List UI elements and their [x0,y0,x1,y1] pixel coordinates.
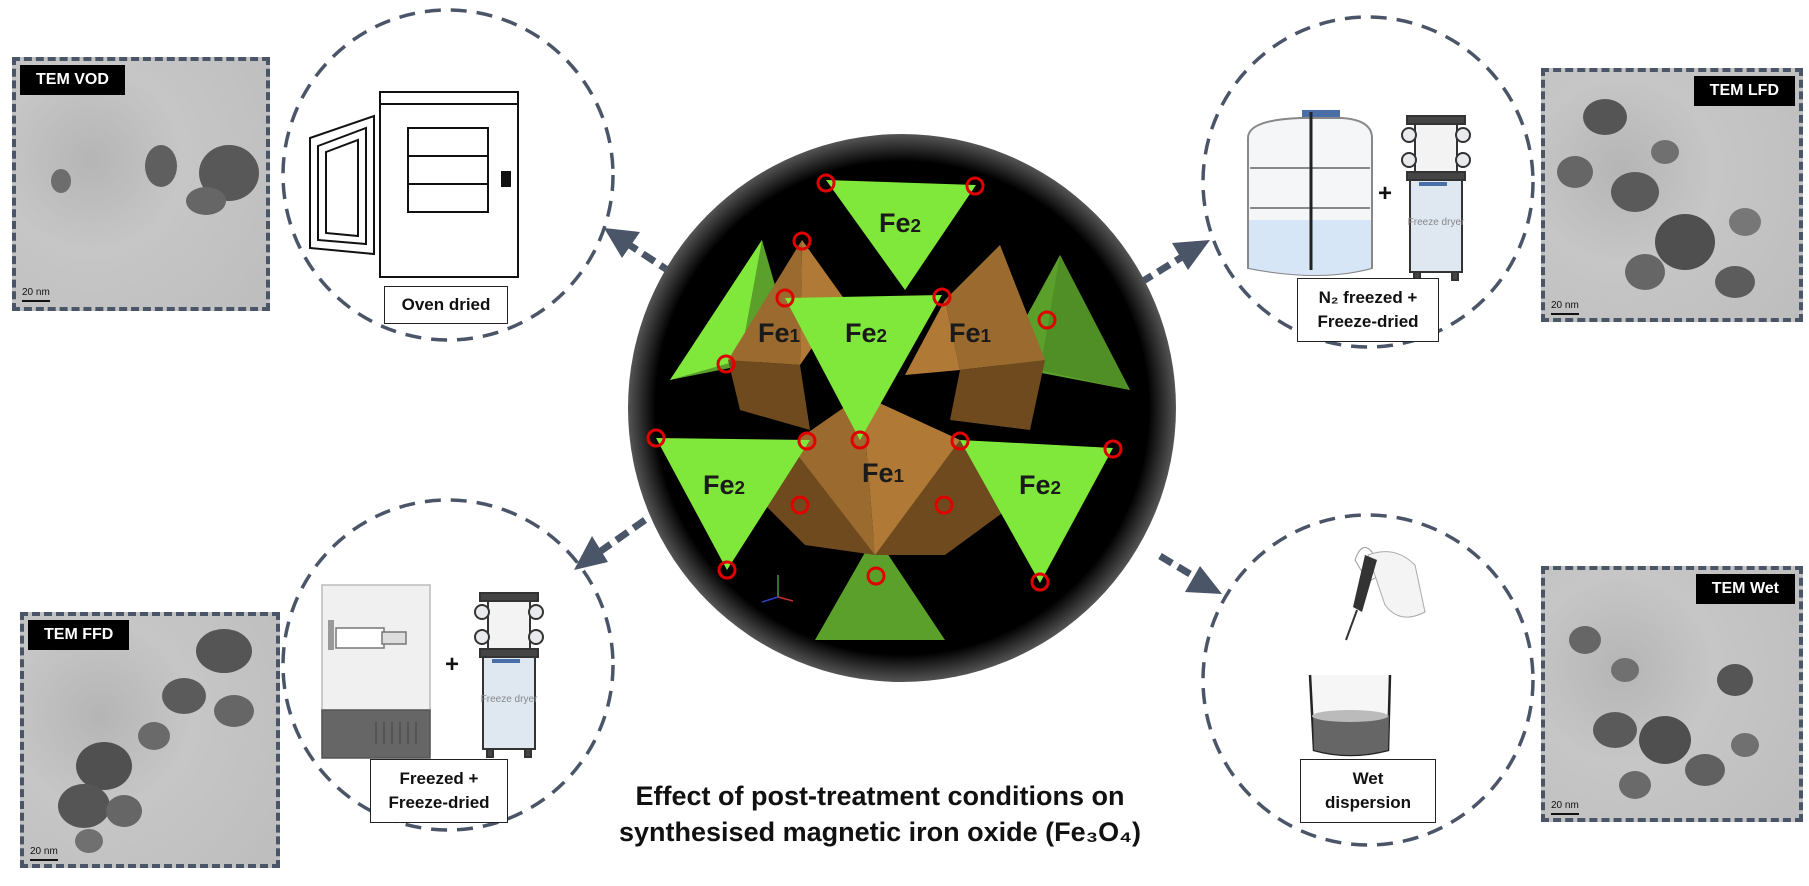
fe1-label-left: Fe1 [758,318,800,348]
oven-dried-box: Oven dried [384,286,508,324]
figure-caption: Effect of post-treatment conditions on s… [560,778,1200,851]
fe1-label-bottom: Fe1 [862,458,904,488]
arrow-to-oven [604,228,674,276]
tem-vod-image: TEM VOD 20 nm [12,57,270,311]
pipette-hand-icon [1345,547,1426,641]
plus-sign-n2: + [1378,180,1393,207]
wet-line-2: dispersion [1325,793,1411,812]
wet-dispersion-box: Wet dispersion [1300,759,1436,823]
tem-ffd-image: TEM FFD 20 nm [20,612,280,868]
freezer-icon [321,584,431,759]
freezed-line-1: Freezed + [399,769,479,789]
tem-wet-image: TEM Wet 20 nm [1541,566,1803,822]
tem-lfd-image: TEM LFD 20 nm [1541,68,1803,322]
scale-bar-lfd: 20 nm [1551,300,1579,315]
plus-sign-freezed: + [445,651,460,678]
tem-wet-label: TEM Wet [1695,574,1795,604]
wet-line-1: Wet [1352,769,1384,789]
scale-bar-ffd: 20 nm [30,846,58,861]
fe2-label-right: Fe2 [1019,470,1061,500]
n2-line-2: Freeze-dried [1317,312,1419,331]
tem-ffd-label: TEM FFD [28,620,130,650]
n2-line-1: N₂ freezed + [1318,288,1418,308]
fe2-label-left: Fe2 [703,470,745,500]
freezed-line-2: Freeze-dried [388,793,490,812]
arrow-to-n2 [1138,240,1210,286]
svg-text:Freeze dryer: Freeze dryer [481,694,538,705]
arrow-to-freezed [574,517,648,570]
fe2-label-center: Fe2 [845,318,887,348]
fe1-label-right: Fe1 [949,318,991,348]
particles-wet [1569,626,1759,799]
scale-bar-wet: 20 nm [1551,800,1579,815]
dewar-flask-icon [1247,110,1373,276]
tem-vod-label: TEM VOD [20,65,125,95]
n2-circle [1201,15,1535,349]
particles-ffd [58,629,254,853]
freeze-dryer-icon-bottom: Freeze dryer [474,592,544,758]
svg-text:Freeze dryer: Freeze dryer [1408,217,1465,228]
axis-triad-icon [761,575,794,603]
caption-line-1: Effect of post-treatment conditions on [635,781,1125,811]
n2-freeze-dried-box: N₂ freezed + Freeze-dried [1297,278,1439,342]
oven-icon [309,91,519,278]
oven-dried-text: Oven dried [401,295,491,315]
tem-lfd-label: TEM LFD [1693,76,1795,106]
freeze-dryer-icon-top: Freeze dryer [1401,115,1471,281]
oxygen-sites [646,173,1123,592]
fe2-label-top: Fe2 [879,208,921,238]
particles-vod [51,145,259,215]
freezed-circle [281,498,615,832]
crystal-structure: Fe2 Fe1 Fe2 Fe1 Fe1 Fe2 Fe2 [628,134,1176,682]
arrow-to-wet [1158,552,1222,594]
oven-circle [281,8,615,342]
beaker-icon [1308,674,1392,757]
freezed-freeze-dried-box: Freezed + Freeze-dried [370,759,508,823]
scale-bar-vod: 20 nm [22,287,50,302]
caption-line-2: synthesised magnetic iron oxide (Fe₃O₄) [619,817,1141,848]
particles-lfd [1557,99,1761,298]
wet-circle [1201,513,1535,847]
